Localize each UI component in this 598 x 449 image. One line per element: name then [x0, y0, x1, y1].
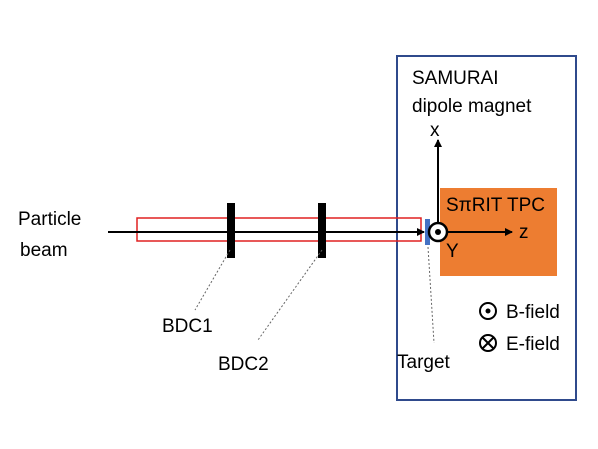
- dipole-magnet-label: dipole magnet: [412, 96, 532, 117]
- beam-label: beam: [20, 240, 68, 261]
- efield-label: E-field: [506, 334, 560, 355]
- axis-y-label: Y: [446, 241, 459, 262]
- efield-icon: [479, 334, 497, 352]
- bfield-icon: [479, 302, 497, 320]
- particle-label: Particle: [18, 209, 81, 230]
- bdc1-label: BDC1: [162, 316, 213, 337]
- axis-x-label: x: [430, 120, 440, 141]
- bdc2-label: BDC2: [218, 354, 269, 375]
- target-foil: [425, 219, 430, 245]
- bdc2-detector: [318, 203, 326, 258]
- samurai-magnet-box: [396, 55, 577, 401]
- efield-icon-cross-b: [481, 336, 495, 350]
- target-leader-line: [427, 246, 435, 344]
- bdc2-leader-line: [257, 249, 323, 341]
- bfield-label: B-field: [506, 302, 560, 323]
- bdc1-detector: [227, 203, 235, 258]
- bdc1-leader-line: [194, 249, 231, 311]
- beam-pipe: [136, 217, 422, 242]
- bfield-icon-dot: [485, 308, 491, 314]
- tpc-label: SπRIT TPC: [446, 195, 545, 216]
- target-label: Target: [397, 352, 451, 373]
- y-axis-dot: [435, 229, 441, 235]
- axis-z-label: z: [519, 222, 529, 243]
- samurai-label: SAMURAI: [412, 68, 499, 89]
